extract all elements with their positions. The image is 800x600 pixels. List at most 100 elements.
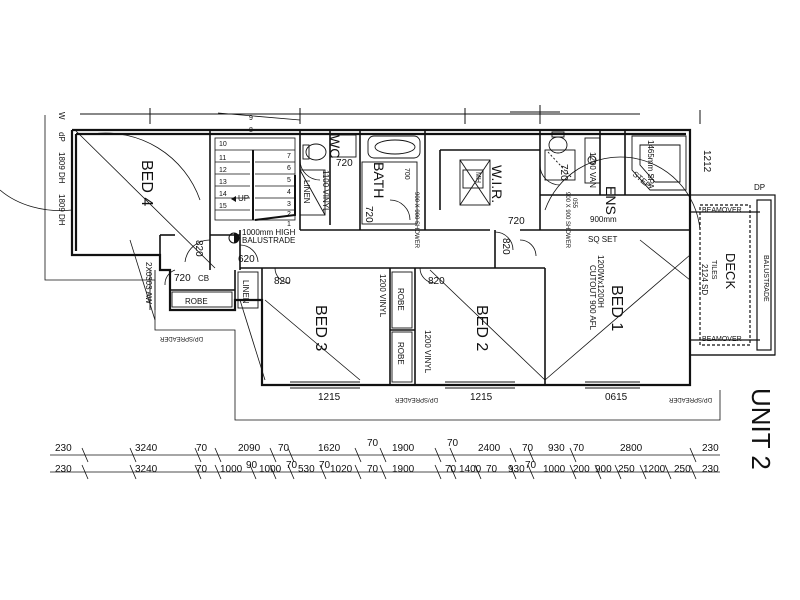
balustrade-icon bbox=[228, 232, 240, 244]
dim-r2: 70 bbox=[525, 460, 537, 471]
dim-r1: 3240 bbox=[135, 443, 158, 454]
linen-cupboard bbox=[299, 169, 326, 216]
ens-toilet bbox=[548, 136, 568, 154]
dim-r2: 70 bbox=[196, 464, 208, 475]
dimension-ticks bbox=[81, 447, 697, 480]
dim-r1: 2800 bbox=[620, 443, 643, 454]
upper-cutoff-lines bbox=[80, 105, 701, 124]
linen-label-2: LINEN bbox=[241, 280, 250, 304]
note-dp-spreader-left: DP/SPREADER bbox=[159, 335, 203, 341]
room-wc: WC bbox=[327, 135, 343, 158]
bath-tub bbox=[367, 135, 421, 159]
note-ens-900: 900mm bbox=[590, 215, 617, 224]
room-bed1: BED 1 bbox=[608, 285, 625, 331]
shower-right bbox=[544, 149, 576, 181]
room-ens: ENS bbox=[603, 186, 619, 215]
room-bed3: BED 3 bbox=[312, 305, 329, 351]
wir-hanging bbox=[459, 159, 491, 206]
dim-r1: 2400 bbox=[478, 443, 501, 454]
wc-toilet bbox=[305, 143, 327, 161]
dim-r2: 90 bbox=[246, 460, 258, 471]
dim-r1: 70 bbox=[522, 443, 534, 454]
room-labels: BED 4 BED 3 BED 2 BED 1 WC BATH W.I.R. E… bbox=[138, 135, 738, 365]
note-balustrade-1: 1000mm HIGH bbox=[242, 228, 296, 237]
step-6: 6 bbox=[287, 165, 291, 172]
note-dh-b: 1809 DH bbox=[57, 194, 66, 226]
dim-r1: 70 bbox=[447, 438, 459, 449]
door-wc-720: 720 bbox=[336, 158, 353, 169]
door-wir-720: 720 bbox=[508, 216, 525, 227]
stairs bbox=[214, 112, 301, 221]
window-bed1: 0615 bbox=[605, 392, 628, 403]
note-spa: 1465mm SPA bbox=[646, 140, 655, 189]
step-8: 8 bbox=[249, 127, 253, 134]
room-bath: BATH bbox=[371, 162, 387, 198]
dim-r2: 1000 bbox=[543, 464, 566, 475]
window-bed2: 1215 bbox=[470, 392, 493, 403]
dim-r2: 230 bbox=[55, 464, 72, 475]
stair-step-numbers: 9 8 7 6 5 4 3 2 1 10 11 12 13 14 15 bbox=[219, 115, 291, 228]
note-shower-right: 900 X 900 SHOWER bbox=[564, 192, 570, 249]
note-cutout-2: CUTOUT 900 AFL bbox=[588, 265, 597, 331]
dim-r1: 70 bbox=[573, 443, 585, 454]
step-2: 2 bbox=[287, 211, 291, 218]
shower-left bbox=[361, 161, 418, 225]
dim-r1: 70 bbox=[367, 438, 379, 449]
window-bed3: 1215 bbox=[318, 392, 341, 403]
dim-r2: 1000 bbox=[220, 464, 243, 475]
dim-r2: 530 bbox=[298, 464, 315, 475]
dim-r2: 70 bbox=[486, 464, 498, 475]
door-1212: 1212 bbox=[701, 150, 712, 173]
dim-r1: 230 bbox=[55, 443, 72, 454]
room-bed2: BED 2 bbox=[473, 305, 490, 351]
note-shower-left-700: 700 bbox=[403, 168, 410, 180]
step-12: 12 bbox=[219, 167, 227, 174]
note-vinyl-1100: 1100 VINYL bbox=[321, 170, 330, 213]
door-sizes: 720 720 820 620 720 720 720 820 820 820 … bbox=[174, 150, 712, 287]
unit-label: UNIT 2 bbox=[746, 388, 776, 470]
step-3: 3 bbox=[287, 201, 291, 208]
step-9: 9 bbox=[249, 115, 253, 122]
plan-notes: W dP 1809 DH 1809 DH 2X0303 AW DP/SPREAD… bbox=[57, 112, 769, 402]
window-sizes: 1215 1215 0615 bbox=[318, 392, 628, 403]
note-beamover-bottom: BEAMOVER bbox=[702, 336, 742, 343]
step-14: 14 bbox=[219, 191, 227, 198]
windows bbox=[71, 140, 640, 389]
note-cb: CB bbox=[198, 274, 209, 283]
dimension-row-2: 230 3240 70 1000 90 1000 70 530 70 1020 … bbox=[55, 460, 719, 475]
robe-label-3: ROBE bbox=[396, 342, 405, 365]
door-bath-720: 720 bbox=[363, 206, 374, 223]
internal-walls bbox=[159, 130, 691, 385]
door-bed2-820: 820 bbox=[428, 276, 445, 287]
dim-r2: 70 bbox=[367, 464, 379, 475]
step-10: 10 bbox=[219, 141, 227, 148]
stair-arrow-icon bbox=[231, 196, 236, 202]
door-cb-720: 720 bbox=[174, 273, 191, 284]
note-balustrade-deck: BALUSTRADE bbox=[762, 255, 769, 302]
dim-r1: 230 bbox=[702, 443, 719, 454]
note-sq-set: SQ SET bbox=[588, 235, 617, 244]
linen-label-1: LINEN bbox=[302, 180, 311, 204]
dim-r2: 1000 bbox=[259, 464, 282, 475]
door-stair-820: 820 bbox=[193, 240, 204, 257]
door-shower-720: 720 bbox=[558, 164, 569, 181]
dim-r1: 2090 bbox=[238, 443, 261, 454]
step-1: 1 bbox=[287, 221, 291, 228]
robe-label-1: ROBE bbox=[185, 297, 208, 306]
robe-label-2: ROBE bbox=[396, 288, 405, 311]
dim-r1: 70 bbox=[196, 443, 208, 454]
step-4: 4 bbox=[287, 189, 291, 196]
robe-bed3 bbox=[391, 271, 413, 329]
dim-r1: 70 bbox=[278, 443, 290, 454]
note-vinyl-1200-bed2: 1200 VINYL bbox=[423, 330, 432, 374]
dim-r2: 200 bbox=[573, 464, 590, 475]
dim-r2: 230 bbox=[702, 464, 719, 475]
door-ens-820: 820 bbox=[500, 238, 511, 255]
note-deck-tiles: TILES bbox=[710, 260, 717, 280]
dim-r2: 250 bbox=[674, 464, 691, 475]
step-11: 11 bbox=[219, 155, 226, 162]
fixtures bbox=[171, 131, 687, 383]
door-bed3-820: 820 bbox=[274, 276, 291, 287]
note-deck-sd: 2124 SD bbox=[700, 264, 709, 295]
